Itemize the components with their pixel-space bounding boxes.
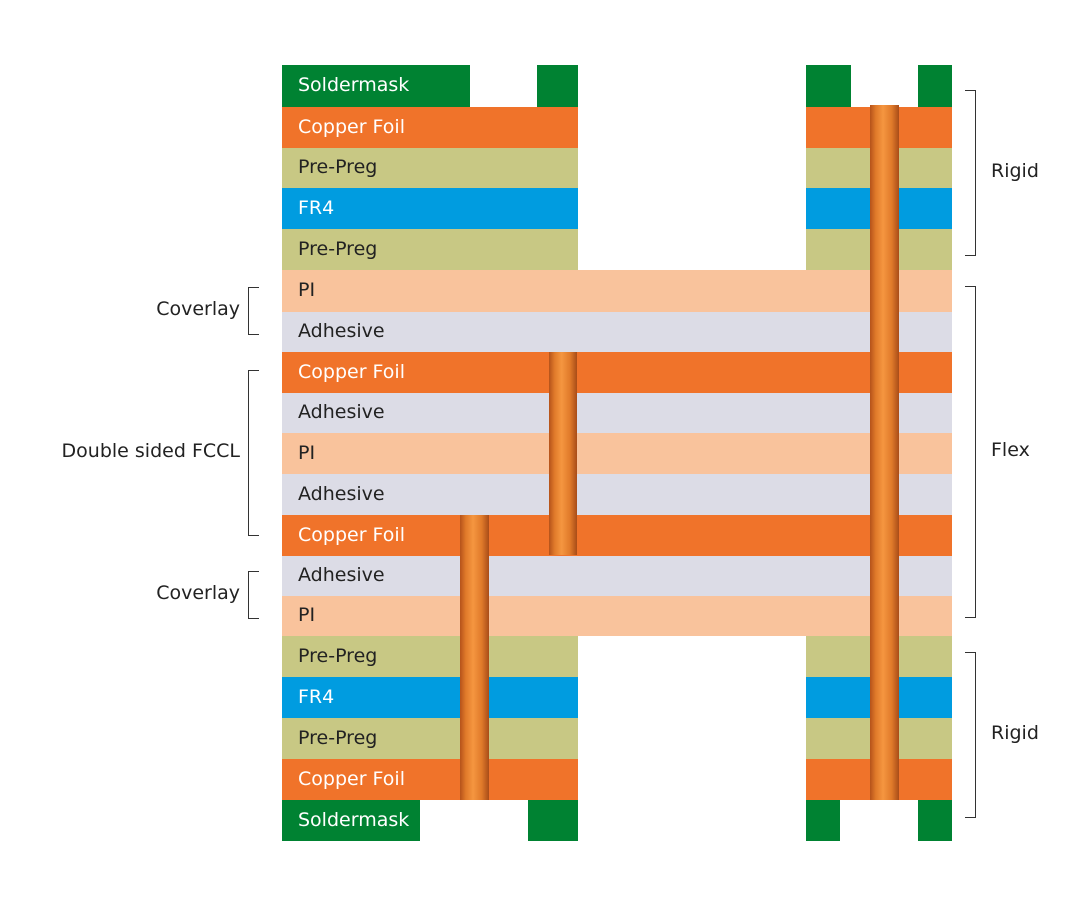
layer-adhesive: [282, 393, 952, 433]
layer-pi: [282, 596, 952, 636]
layer-label: Pre-Preg: [298, 644, 378, 667]
layer-label: Pre-Preg: [298, 156, 378, 178]
layer-pi: [282, 433, 952, 474]
soldermask-segment: [806, 65, 851, 107]
layer-label: Copper Foil: [298, 360, 405, 383]
soldermask-segment: [528, 800, 578, 841]
layer-label: Adhesive: [298, 320, 385, 342]
layer-fr4-left: [282, 188, 578, 229]
layer-copper-left: [282, 759, 578, 800]
left-brace-label: Coverlay: [156, 298, 240, 320]
right-brace-label: Rigid: [991, 722, 1039, 744]
layer-copper: [282, 515, 952, 556]
layer-label: PI: [298, 441, 316, 464]
layer-label: Adhesive: [298, 564, 385, 586]
layer-label: Copper Foil: [298, 767, 405, 790]
layer-label: PI: [298, 604, 316, 626]
soldermask-segment: [537, 65, 578, 107]
right-brace: [965, 652, 976, 818]
soldermask-segment: [918, 800, 952, 841]
layer-label: Pre-Preg: [298, 726, 378, 749]
left-brace-label: Coverlay: [156, 582, 240, 604]
via: [870, 105, 899, 800]
soldermask-segment: [806, 800, 840, 841]
layer-copper-left: [282, 107, 578, 148]
layer-adhesive: [282, 474, 952, 515]
left-brace-label: Double sided FCCL: [61, 440, 240, 462]
soldermask-segment: [918, 65, 952, 107]
layer-prepreg-left: [282, 229, 578, 270]
right-brace: [965, 286, 976, 618]
layer-label: Adhesive: [298, 482, 385, 505]
via: [549, 352, 577, 555]
right-brace-label: Flex: [991, 439, 1030, 461]
right-brace: [965, 90, 976, 256]
layer-label: Pre-Preg: [298, 237, 378, 260]
layer-adhesive: [282, 312, 952, 352]
layer-label: Copper Foil: [298, 115, 405, 138]
layer-label: FR4: [298, 685, 335, 708]
left-brace: [248, 287, 259, 335]
left-brace: [248, 370, 259, 536]
layer-label: Soldermask: [298, 74, 410, 96]
via: [460, 515, 489, 800]
layer-prepreg-left: [282, 718, 578, 759]
layer-adhesive: [282, 556, 952, 596]
layer-fr4-left: [282, 677, 578, 718]
left-brace: [248, 571, 259, 619]
soldermask-segment: [282, 800, 420, 841]
soldermask-segment: [282, 65, 470, 107]
layer-prepreg-left: [282, 636, 578, 677]
layer-pi: [282, 270, 952, 312]
layer-label: PI: [298, 279, 316, 301]
layer-label: Adhesive: [298, 401, 385, 423]
layer-label: FR4: [298, 196, 335, 219]
right-brace-label: Rigid: [991, 160, 1039, 182]
layer-prepreg-left: [282, 148, 578, 188]
layer-copper: [282, 352, 952, 393]
layer-label: Soldermask: [298, 808, 410, 831]
layer-label: Copper Foil: [298, 523, 405, 546]
